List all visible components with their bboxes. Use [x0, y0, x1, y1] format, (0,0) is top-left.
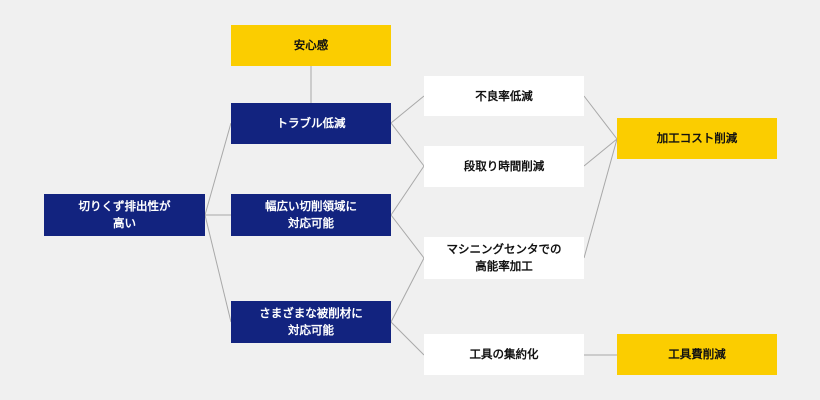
node-root: 切りくず排出性が 高い	[44, 194, 205, 236]
node-setup: 段取り時間削減	[424, 146, 584, 187]
connector-defect-cost	[583, 95, 618, 140]
node-trouble: トラブル低減	[231, 103, 391, 144]
connector-trouble-setup	[390, 122, 425, 167]
node-wide: 幅広い切削領域に 対応可能	[231, 194, 391, 236]
connector-mc-cost	[583, 138, 618, 259]
connector-trouble-defect	[390, 95, 425, 124]
connector-root-trouble	[204, 122, 232, 216]
connector-setup-cost	[583, 138, 618, 167]
node-mc: マシニングセンタでの 高能率加工	[424, 237, 584, 279]
connector-root-various	[204, 214, 232, 323]
connector-wide-setup	[390, 165, 425, 216]
connector-various-mc	[390, 257, 425, 323]
node-anshin: 安心感	[231, 25, 391, 66]
node-various: さまざまな被削材に 対応可能	[231, 301, 391, 343]
connector-wide-mc	[390, 214, 425, 259]
node-defect: 不良率低減	[424, 76, 584, 116]
node-cost: 加工コスト削減	[617, 118, 777, 159]
node-toolcost: 工具費削減	[617, 334, 777, 375]
connector-various-tool	[390, 321, 425, 356]
node-tool: 工具の集約化	[424, 334, 584, 375]
